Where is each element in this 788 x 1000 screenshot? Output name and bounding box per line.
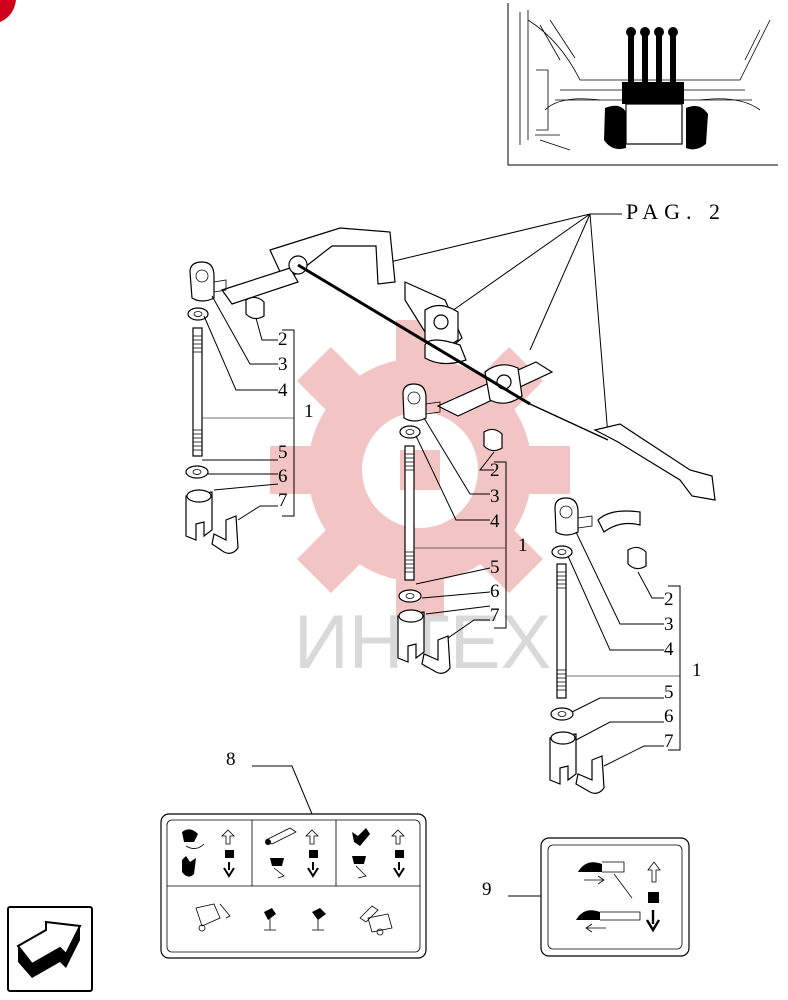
joystick-right-icon: [312, 908, 326, 931]
callout-a-3: 3: [278, 354, 288, 375]
callout-c-5: 5: [664, 682, 674, 703]
watermark-gear-icon: [270, 320, 570, 620]
hammer-pedal-down-icon: [576, 910, 641, 933]
callout-c-3: 3: [664, 614, 674, 635]
return-arrow-icon: [16, 920, 82, 978]
linkage-group-c: [549, 497, 681, 794]
linkage-group-b: [397, 383, 507, 674]
arrow-up-down-icon: [645, 861, 661, 933]
machine-tilt-right-icon: [359, 905, 393, 936]
page-reference: PAG. 2: [626, 199, 726, 224]
cab-inset: [507, 3, 778, 166]
callout-a-4: 4: [278, 380, 288, 401]
callout-a-5: 5: [278, 442, 288, 463]
callout-b-2: 2: [490, 460, 500, 481]
callout-c-1: 1: [692, 660, 702, 681]
arrow-up-down-icon: [305, 829, 319, 878]
callout-a-1: 1: [304, 401, 314, 422]
callout-c-2: 2: [664, 589, 674, 610]
dipper-icon: [352, 828, 370, 879]
decal-9: [540, 837, 690, 957]
bucket-icon: [182, 829, 205, 877]
callout-b-5: 5: [490, 557, 500, 578]
linkage-frame: [221, 227, 716, 533]
linkage-group-a: [185, 261, 295, 554]
callout-b-7: 7: [490, 605, 500, 626]
callout-c-4: 4: [664, 639, 674, 660]
corner-badge: [0, 0, 16, 22]
callout-c-6: 6: [664, 706, 674, 727]
callout-decal-8: 8: [226, 749, 236, 770]
callout-b-1: 1: [518, 535, 528, 556]
decal-8: [160, 813, 427, 959]
callout-a-7: 7: [278, 490, 288, 511]
callout-decal-9: 9: [482, 879, 492, 900]
callout-a-6: 6: [278, 466, 288, 487]
callout-c-7: 7: [664, 731, 674, 752]
callout-a-2: 2: [278, 329, 288, 350]
boom-icon: [265, 827, 297, 879]
joystick-left-icon: [264, 908, 276, 931]
arrow-up-down-icon: [221, 829, 235, 878]
hammer-pedal-up-icon: [578, 861, 633, 899]
machine-tilt-left-icon: [195, 903, 231, 932]
callout-b-3: 3: [490, 486, 500, 507]
callout-b-4: 4: [490, 511, 500, 532]
arrow-up-down-icon: [391, 829, 405, 878]
return-arrow-button[interactable]: [7, 906, 93, 992]
callout-b-6: 6: [490, 581, 500, 602]
lever-knobs: [626, 27, 678, 85]
